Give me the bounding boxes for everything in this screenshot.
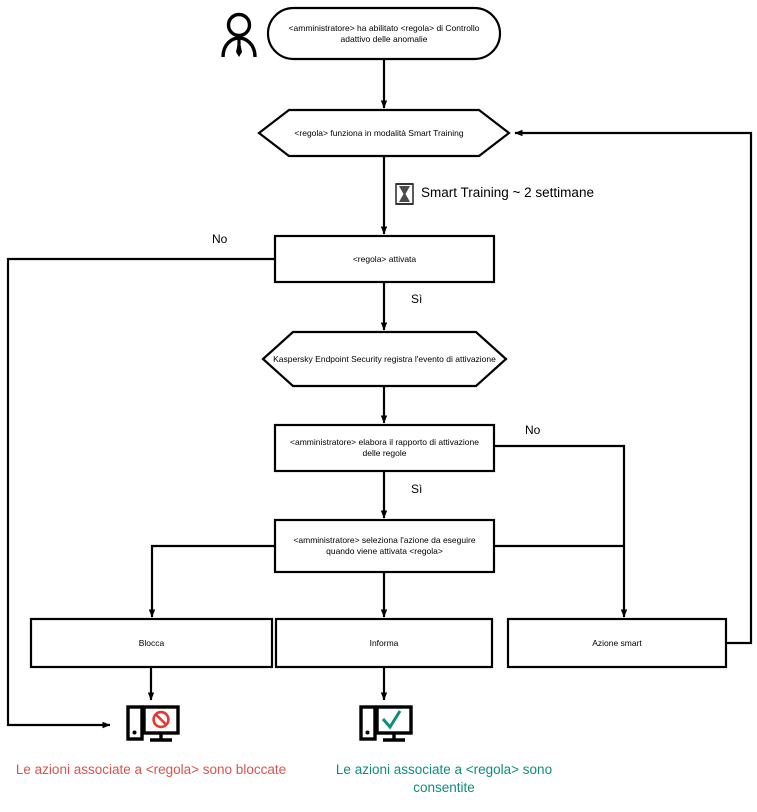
node-smart-action xyxy=(506,617,728,669)
node-event-registered-label: Kaspersky Endpoint Security registra l'e… xyxy=(273,353,496,364)
node-admin-select-action-label: <amministratore> seleziona l'azione da e… xyxy=(293,535,476,556)
node-rule-triggered-label: <regola> attivata xyxy=(352,253,417,264)
node-start-label: <amministratore> ha abilitato <regola> d… xyxy=(288,22,480,44)
smart-training-duration-label: Smart Training ~ 2 settimane xyxy=(421,185,594,200)
outcome-blocked-caption: Le azioni associate a <regola> sono bloc… xyxy=(15,762,287,777)
node-admin-select-action xyxy=(273,518,496,574)
user-icon xyxy=(221,12,257,58)
node-admin-report xyxy=(273,423,496,473)
edge-admin-report-no xyxy=(494,444,628,618)
node-smart-training xyxy=(257,108,511,158)
monitor-blocked-icon xyxy=(126,705,180,742)
node-smart-training-label: <regola> funziona in modalità Smart Trai… xyxy=(294,127,464,138)
edge-label-triggered-yes: Sì xyxy=(411,292,423,306)
monitor-allowed-icon xyxy=(359,705,413,742)
node-admin-report-label: <amministratore> elabora il rapporto di … xyxy=(290,437,479,458)
node-smart-action-label: Azione smart xyxy=(592,637,642,648)
edge-select-to-block xyxy=(148,544,275,618)
hourglass-icon xyxy=(395,183,414,205)
node-inform xyxy=(274,617,494,669)
edge-label-report-yes: Sì xyxy=(411,482,423,496)
node-block-label: Blocca xyxy=(138,637,165,648)
node-inform-label: Informa xyxy=(369,637,399,648)
edge-label-triggered-no: No xyxy=(212,232,228,246)
node-event-registered xyxy=(261,330,508,388)
edge-smart-action-feedback xyxy=(514,129,753,645)
edge-label-report-no: No xyxy=(525,423,541,437)
outcome-allowed-caption: Le azioni associate a <regola> sono cons… xyxy=(335,762,553,796)
edge-rule-triggered-no xyxy=(6,257,275,729)
